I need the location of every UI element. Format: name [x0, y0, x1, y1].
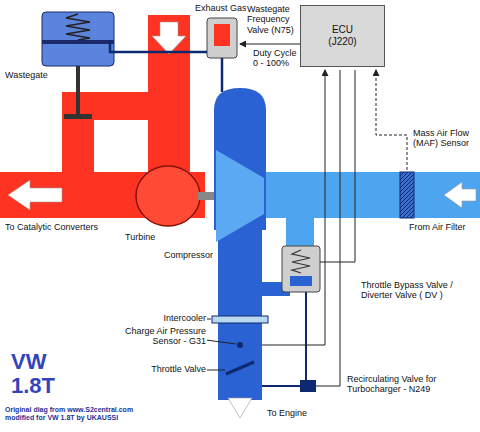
- box-text: ECU (J220): [321, 24, 365, 48]
- bypass-channel: [286, 216, 314, 250]
- part-label: Intercooler: [140, 313, 207, 323]
- part-label: Mass Air Flow (MAF) Sensor: [412, 128, 480, 149]
- flow-label: To Engine: [266, 408, 328, 418]
- control-wire: [320, 70, 355, 262]
- n249-valve: [300, 380, 316, 392]
- n75-valve: [207, 18, 237, 58]
- signal-wire: [325, 70, 326, 345]
- signal-wire: [376, 70, 407, 170]
- throttle-plate: [226, 362, 254, 374]
- part-label: Turbine: [124, 232, 166, 242]
- part-label: Throttle Valve: [130, 364, 207, 374]
- diagram-title: VW 1.8T: [10, 350, 74, 398]
- wastegate-actuator: [42, 12, 114, 66]
- diaphragm: [42, 40, 114, 44]
- flow-arrow: [444, 182, 476, 208]
- valve-seat: [290, 276, 312, 286]
- vacuum-line: [110, 40, 207, 52]
- control-wire: [316, 70, 340, 386]
- n75-coil: [214, 24, 230, 46]
- intercooler: [212, 316, 268, 323]
- compressor: [216, 150, 264, 242]
- part-label: Recirculating Valve for Turbocharger - N…: [346, 374, 478, 395]
- part-label: Wastegate: [4, 70, 66, 80]
- wastegate-rod: [76, 64, 80, 116]
- part-label: Throttle Bypass Valve / Diverter Valve (…: [360, 280, 478, 301]
- flow-arrow: [152, 22, 186, 54]
- flow-label: To Catalytic Converters: [4, 222, 116, 232]
- credit-note: Original diag from www.S2central.com mod…: [4, 406, 156, 422]
- flow-arrow: [228, 398, 252, 418]
- exhaust-inlet: [148, 15, 190, 175]
- flow-arrow: [8, 180, 62, 210]
- part-label: Wastegate Frequency Valve (N75): [246, 4, 300, 35]
- spring: [66, 14, 90, 40]
- vacuum-line: [305, 292, 307, 380]
- spring: [292, 250, 310, 273]
- g31-sensor: [237, 342, 243, 348]
- ecu-box: ECU (J220): [300, 5, 385, 67]
- charge-pipe: [218, 215, 262, 400]
- control-wire: [240, 44, 300, 45]
- part-label: Compressor: [150, 250, 214, 260]
- maf-sensor: [400, 172, 414, 218]
- turbine: [136, 166, 200, 226]
- diverter-valve: [282, 246, 320, 292]
- vacuum-line: [262, 385, 300, 387]
- flow-label: From Air Filter: [408, 222, 480, 232]
- signal-wire: [262, 345, 325, 346]
- signal-label: Duty Cycle 0 - 100%: [252, 48, 300, 69]
- part-label: Charge Air Pressure Sensor - G31: [118, 326, 207, 347]
- vacuum-line: [221, 58, 224, 92]
- leader-line: [206, 340, 236, 344]
- leader-line: [206, 370, 225, 371]
